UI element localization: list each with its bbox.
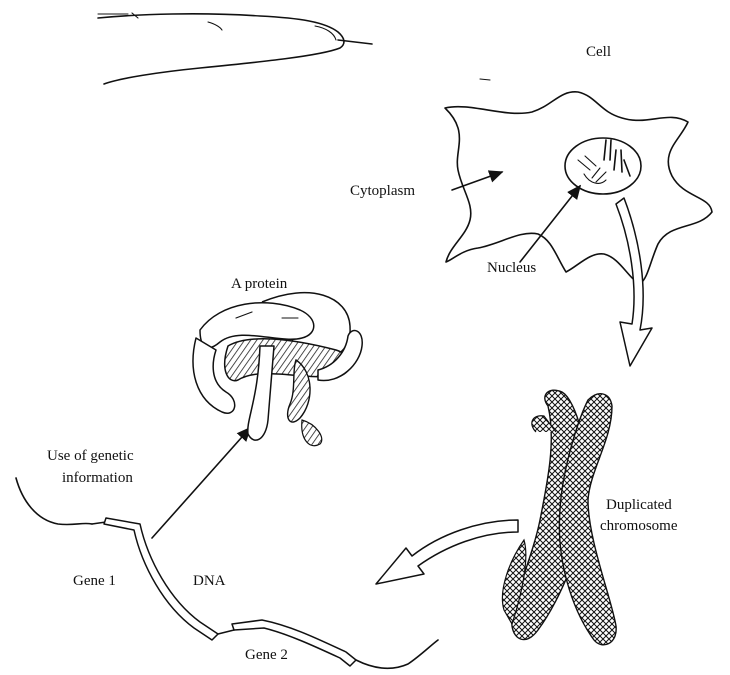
duplicated-chromosome-label-line2: chromosome — [600, 517, 677, 535]
genetic-info-label-line2: information — [62, 469, 133, 487]
duplicated-chromosome-label-line1: Duplicated — [606, 496, 672, 514]
cytoplasm-label: Cytoplasm — [350, 182, 415, 200]
protein-illustration — [193, 293, 362, 446]
genetic-info-label-line1: Use of genetic — [47, 447, 134, 465]
nucleus-label: Nucleus — [487, 259, 536, 277]
gene-1-label: Gene 1 — [73, 572, 116, 590]
finger-illustration — [98, 13, 490, 84]
protein-label: A protein — [231, 275, 287, 293]
chromosome-to-dna-arrow — [376, 520, 518, 584]
gene-2-label: Gene 2 — [245, 646, 288, 664]
cell-to-chromosome-arrow — [616, 198, 652, 366]
genetic-info-arrow — [152, 428, 250, 538]
nucleus-pointer — [520, 186, 580, 262]
dna-label: DNA — [193, 572, 226, 590]
cell-label: Cell — [586, 43, 611, 61]
